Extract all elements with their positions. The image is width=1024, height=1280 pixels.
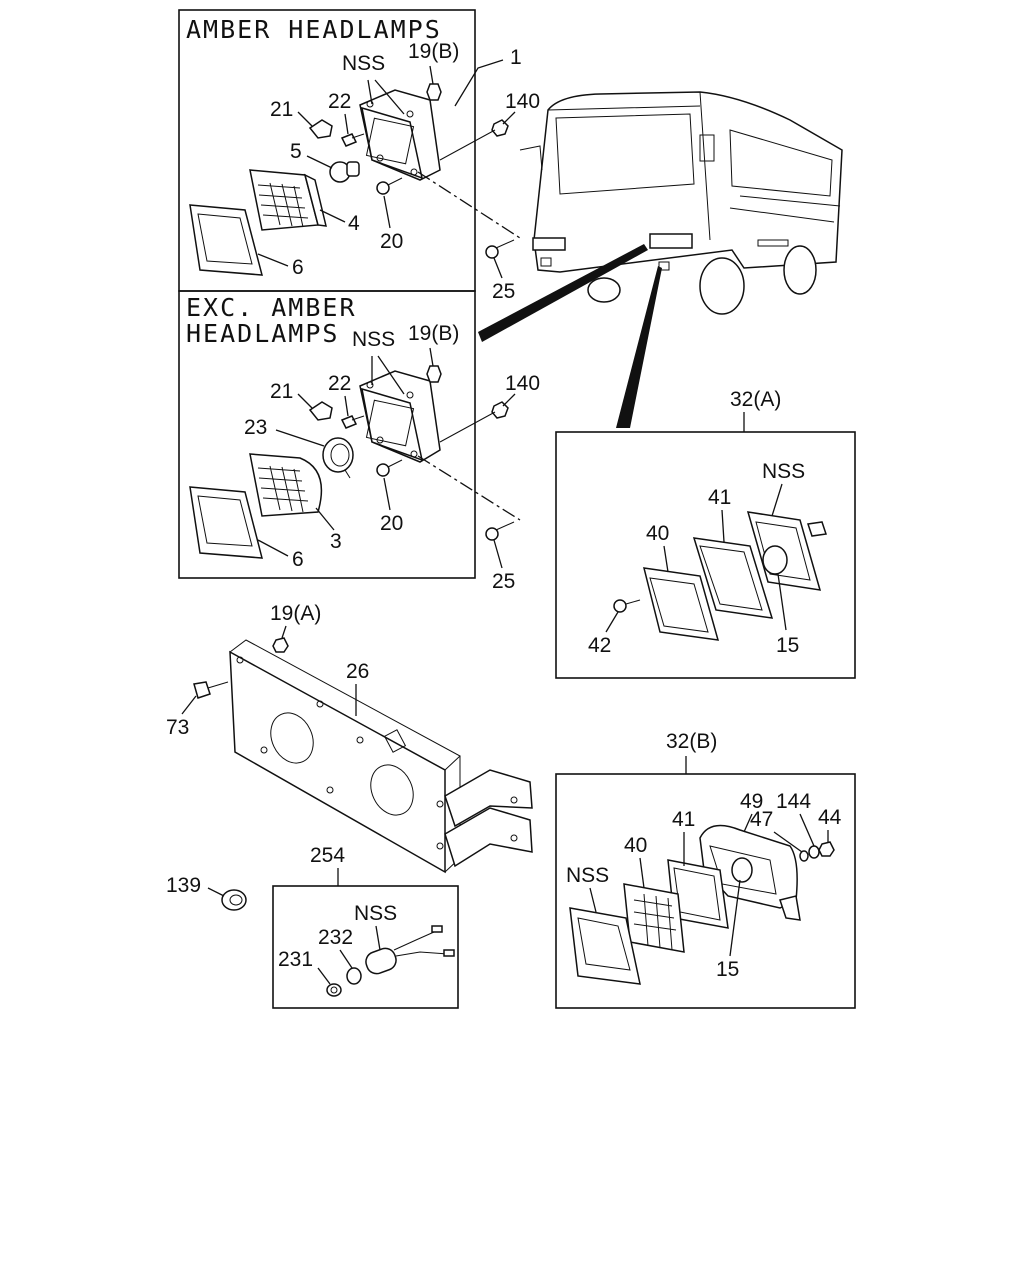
callout-144: 144 [776, 790, 811, 813]
callout-21-amber: 21 [270, 98, 293, 121]
callout-41-32a: 41 [708, 486, 731, 509]
callout-nss-254: NSS [354, 902, 397, 925]
panel-32b-border [555, 773, 856, 1009]
socket-nss-254 [365, 925, 455, 975]
panel-exc-amber-heading-line1: EXC. AMBER [186, 293, 357, 322]
bulb-5-amber [329, 161, 360, 183]
callout-6-amber: 6 [292, 256, 304, 279]
washer-144 [808, 845, 820, 859]
callout-231: 231 [278, 948, 313, 971]
panel-amber-headlamps: AMBER HEADLAMPS [178, 9, 522, 292]
callout-nss-32a: NSS [762, 460, 805, 483]
gasket-41-32a [692, 537, 774, 619]
callout-19a: 19(A) [270, 602, 321, 625]
clip-21-amber [308, 119, 333, 139]
grommet-139 [221, 889, 247, 911]
callout-32b: 32(B) [666, 730, 717, 753]
grommet-231 [326, 983, 342, 997]
screw-20-amber [376, 177, 403, 195]
callout-22-amber: 22 [328, 90, 351, 113]
headlamp-housing-amber [359, 89, 441, 181]
callout-40-32a: 40 [646, 522, 669, 545]
callout-20-exc: 20 [380, 512, 403, 535]
callout-15-32b: 15 [716, 958, 739, 981]
callout-40-32b: 40 [624, 834, 647, 857]
callout-4-amber: 4 [348, 212, 360, 235]
callout-26: 26 [346, 660, 369, 683]
callout-19b-amber: 19(B) [408, 40, 459, 63]
callout-1-amber: 1 [510, 46, 522, 69]
panel-amber-heading: AMBER HEADLAMPS [186, 15, 442, 44]
callout-20-amber: 20 [380, 230, 403, 253]
callout-3-exc: 3 [330, 530, 342, 553]
callout-15-32a: 15 [776, 634, 799, 657]
bezel-nss-32b [569, 907, 641, 985]
callout-22-exc: 22 [328, 372, 351, 395]
bus-illustration [519, 91, 843, 315]
panel-32a-border [555, 431, 856, 679]
lamp-housing-32a [746, 511, 827, 591]
bolt-19b-exc [426, 365, 442, 383]
callout-44: 44 [818, 806, 842, 829]
screw-22-amber [340, 133, 365, 147]
nut-140-upper [439, 119, 509, 161]
callout-5-amber: 5 [290, 140, 302, 163]
bolt-25-upper [485, 239, 515, 259]
panel-32b: 32(B) 49 144 [555, 730, 856, 1009]
lens-unit-4-amber [249, 169, 327, 231]
callout-6-exc: 6 [292, 548, 304, 571]
bolt-25-lower [485, 521, 515, 541]
callout-23-exc: 23 [244, 416, 267, 439]
panel-32a: 32(A) NSS 41 40 42 15 [555, 388, 856, 679]
ring-23-exc [322, 437, 354, 479]
nut-44 [818, 841, 835, 857]
bezel-6-amber [189, 204, 263, 276]
callout-47: 47 [750, 808, 773, 831]
callout-42-32a: 42 [588, 634, 611, 657]
callout-25-lower: 25 [492, 570, 515, 593]
callout-21-exc: 21 [270, 380, 293, 403]
callout-32a: 32(A) [730, 388, 781, 411]
callout-232: 232 [318, 926, 353, 949]
bulb-232 [346, 967, 362, 985]
callout-25-upper: 25 [492, 280, 515, 303]
panel-exc-amber-border [178, 290, 476, 579]
headlamp-housing-exc [359, 370, 441, 463]
washer-47 [799, 850, 809, 862]
clip-21-exc [308, 401, 333, 421]
callout-19b-exc: 19(B) [408, 322, 459, 345]
pointer-wedge-headlamp [478, 244, 648, 342]
callout-nss-amber: NSS [342, 52, 385, 75]
bolt-19b-amber [426, 83, 442, 101]
panel-254: 254 NSS 232 231 [272, 844, 459, 1009]
panel-exc-amber-headlamps: EXC. AMBER HEADLAMPS [178, 290, 476, 579]
nut-140-lower [439, 401, 509, 443]
callout-73: 73 [166, 716, 189, 739]
bracket-26 [229, 639, 533, 874]
panel-exc-amber-heading-line2: HEADLAMPS [186, 319, 339, 348]
callout-140-upper: 140 [505, 90, 540, 113]
callout-nss-exc: NSS [352, 328, 395, 351]
screw-22-exc [340, 415, 365, 429]
bezel-6-exc [189, 486, 263, 559]
lens-40-32a [643, 567, 720, 641]
callout-41-32b: 41 [672, 808, 695, 831]
sealed-beam-3-exc [249, 453, 323, 517]
callout-140-lower: 140 [505, 372, 540, 395]
screw-42-32a [613, 599, 641, 613]
callout-nss-32b: NSS [566, 864, 609, 887]
callout-254: 254 [310, 844, 345, 867]
bolt-19a [272, 637, 289, 653]
callout-139: 139 [166, 874, 201, 897]
pointer-wedge-32a [616, 266, 662, 428]
lamp-housing-32b [699, 824, 801, 921]
lens-40-32b [623, 883, 685, 953]
callout-49: 49 [740, 790, 763, 813]
panel-254-border [272, 885, 459, 1009]
bolt-73 [193, 681, 229, 699]
screw-20-exc [376, 459, 403, 477]
